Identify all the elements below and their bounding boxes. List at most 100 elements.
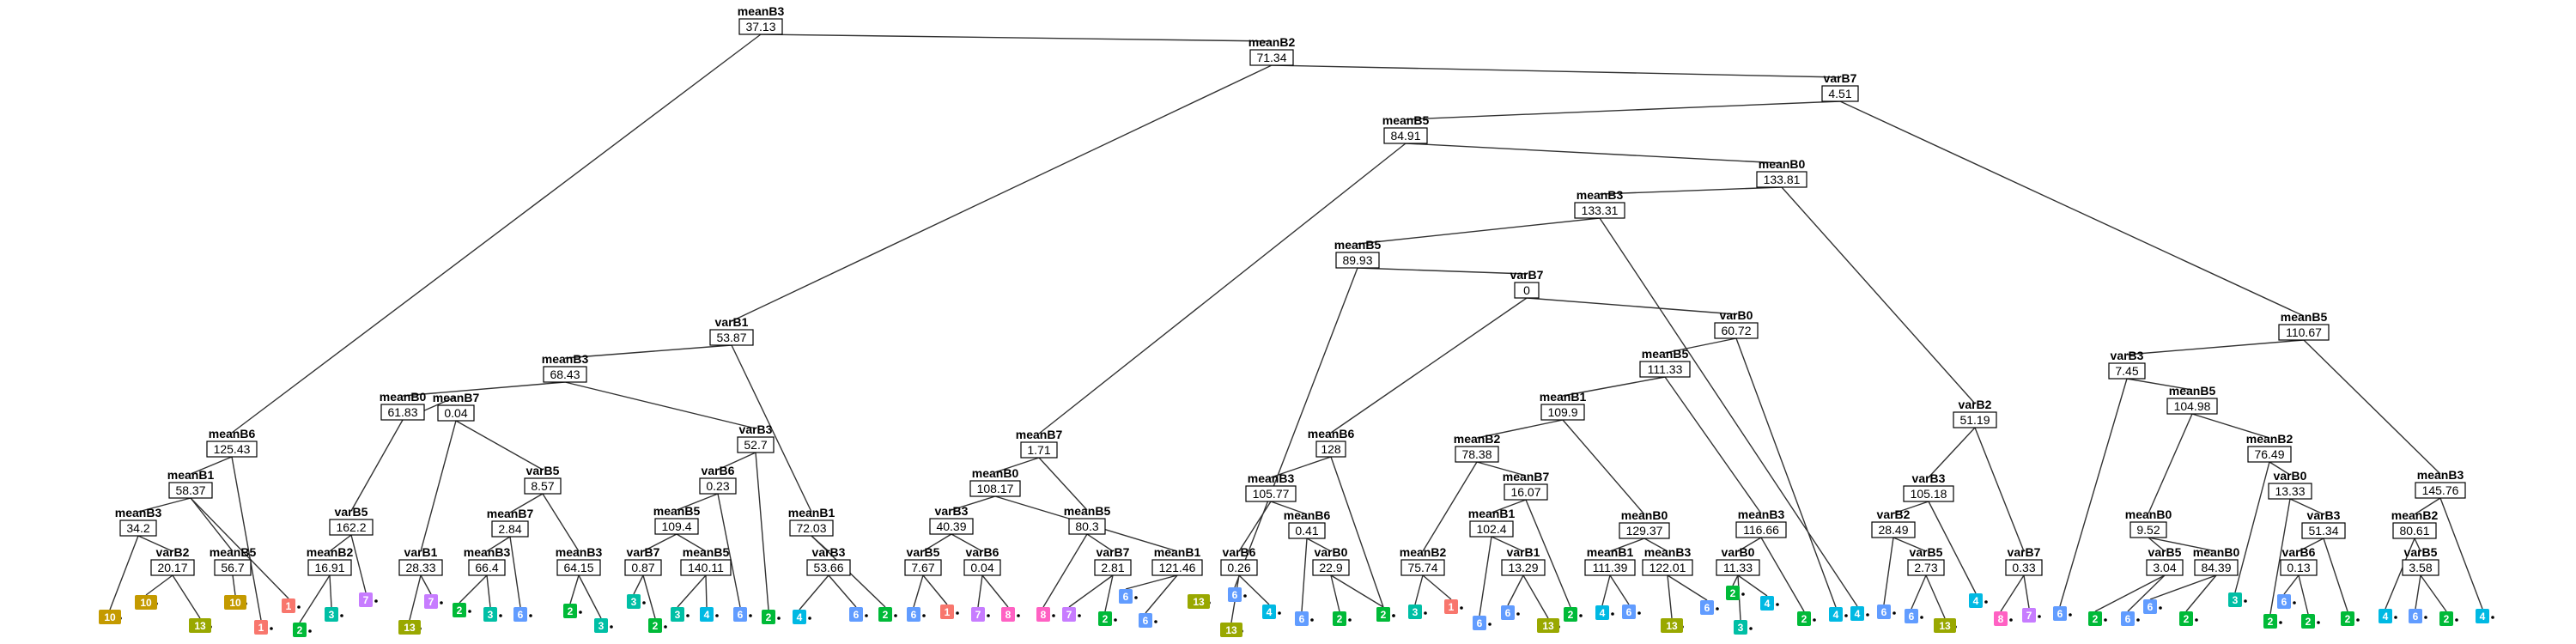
leaf-point xyxy=(2244,599,2247,603)
tree-edge xyxy=(1238,501,1272,552)
split-value-box xyxy=(2005,559,2043,576)
split-threshold-value: 7.67 xyxy=(911,561,934,574)
split-threshold-value: 145.76 xyxy=(2422,483,2459,497)
leaf-class-label: 6 xyxy=(1909,611,1915,623)
leaf-point xyxy=(308,629,312,633)
split-threshold-value: 2.73 xyxy=(1914,561,1937,574)
tree-edge xyxy=(190,456,233,475)
leaf-class-box xyxy=(293,623,307,637)
tree-edge xyxy=(1737,574,1768,597)
tree-edge xyxy=(137,497,191,513)
tree-edge xyxy=(2094,574,2166,612)
split-threshold-value: 28.33 xyxy=(405,561,435,574)
leaf-class-box xyxy=(1994,611,2008,626)
leaf-class-box xyxy=(1700,600,1714,615)
leaf-node: 6 xyxy=(1501,605,1520,620)
leaf-node: 2 xyxy=(2439,611,2458,626)
leaf-point xyxy=(956,611,959,615)
tree-edge xyxy=(569,574,580,605)
leaf-point xyxy=(664,625,667,629)
split-threshold-value: 84.39 xyxy=(2201,561,2231,574)
leaf-node: 13 xyxy=(189,618,212,633)
split-value-box xyxy=(491,520,529,538)
leaf-class-label: 6 xyxy=(738,609,744,621)
tree-edge xyxy=(1234,267,1358,588)
leaf-class-label: 3 xyxy=(631,596,637,608)
tree-edge xyxy=(2323,538,2348,612)
split-value-box xyxy=(1335,252,1380,269)
split-variable-label: meanB3 xyxy=(1644,545,1692,559)
leaf-point xyxy=(1893,611,1896,615)
tree-edge xyxy=(676,533,707,552)
leaf-class-box xyxy=(483,607,497,622)
leaf-node: 6 xyxy=(1139,613,1157,628)
leaf-node: 2 xyxy=(293,623,312,637)
leaf-class-box xyxy=(1734,620,1747,635)
leaf-class-box xyxy=(1564,607,1577,622)
split-value-box xyxy=(2392,522,2437,539)
leaf-point xyxy=(297,605,301,609)
leaf-node: 8 xyxy=(1001,607,1020,622)
leaf-node: 6 xyxy=(2277,594,2296,609)
leaf-class-label: 10 xyxy=(140,597,152,609)
split-value-box xyxy=(1639,361,1691,378)
leaf-point xyxy=(987,614,990,617)
leaf-class-box xyxy=(282,598,295,613)
leaf-class-label: 6 xyxy=(2125,613,2131,625)
tree-edge xyxy=(633,574,644,595)
leaf-node: 2 xyxy=(2301,614,2320,629)
split-value-box xyxy=(2415,482,2466,499)
split-variable-label: meanB7 xyxy=(1016,428,1063,441)
leaf-class-box xyxy=(2228,592,2242,607)
split-threshold-value: 111.33 xyxy=(1648,362,1683,376)
split-threshold-value: 122.01 xyxy=(1649,561,1686,574)
leaf-node: 6 xyxy=(1228,587,1247,602)
split-variable-label: varB2 xyxy=(1959,398,1992,411)
tree-edge xyxy=(109,535,139,611)
split-threshold-value: 78.38 xyxy=(1461,447,1492,461)
leaf-class-label: 10 xyxy=(229,597,241,609)
split-threshold-value: 89.93 xyxy=(1342,253,1372,267)
leaf-point xyxy=(1637,611,1641,615)
leaf-class-label: 4 xyxy=(1855,608,1861,620)
split-value-box xyxy=(1574,202,1625,219)
leaf-point xyxy=(2069,613,2072,617)
leaf-class-label: 7 xyxy=(428,596,434,608)
tree-edge xyxy=(455,420,544,471)
split-value-box xyxy=(1020,441,1058,459)
split-value-box xyxy=(963,559,1001,576)
tree-edge xyxy=(420,420,457,552)
split-value-box xyxy=(1312,559,1350,576)
tree-edge xyxy=(1086,533,1114,552)
tree-edge xyxy=(1270,456,1332,478)
split-variable-label: meanB3 xyxy=(542,352,589,366)
split-value-box xyxy=(524,477,562,495)
split-value-box xyxy=(1903,485,1954,502)
tree-edge xyxy=(145,574,173,596)
tree-edge xyxy=(1893,537,1927,552)
leaf-node: 7 xyxy=(424,594,443,609)
leaf-class-label: 4 xyxy=(1973,595,1979,607)
tree-edge xyxy=(2059,378,2128,607)
tree-edge xyxy=(190,497,234,552)
split-variable-label: meanB5 xyxy=(1334,238,1382,252)
leaf-class-box xyxy=(1444,599,1458,614)
leaf-node: 13 xyxy=(1661,618,1684,633)
leaf-node: 4 xyxy=(1262,605,1281,619)
leaf-class-box xyxy=(762,610,775,624)
leaf-class-label: 2 xyxy=(2184,613,2190,625)
